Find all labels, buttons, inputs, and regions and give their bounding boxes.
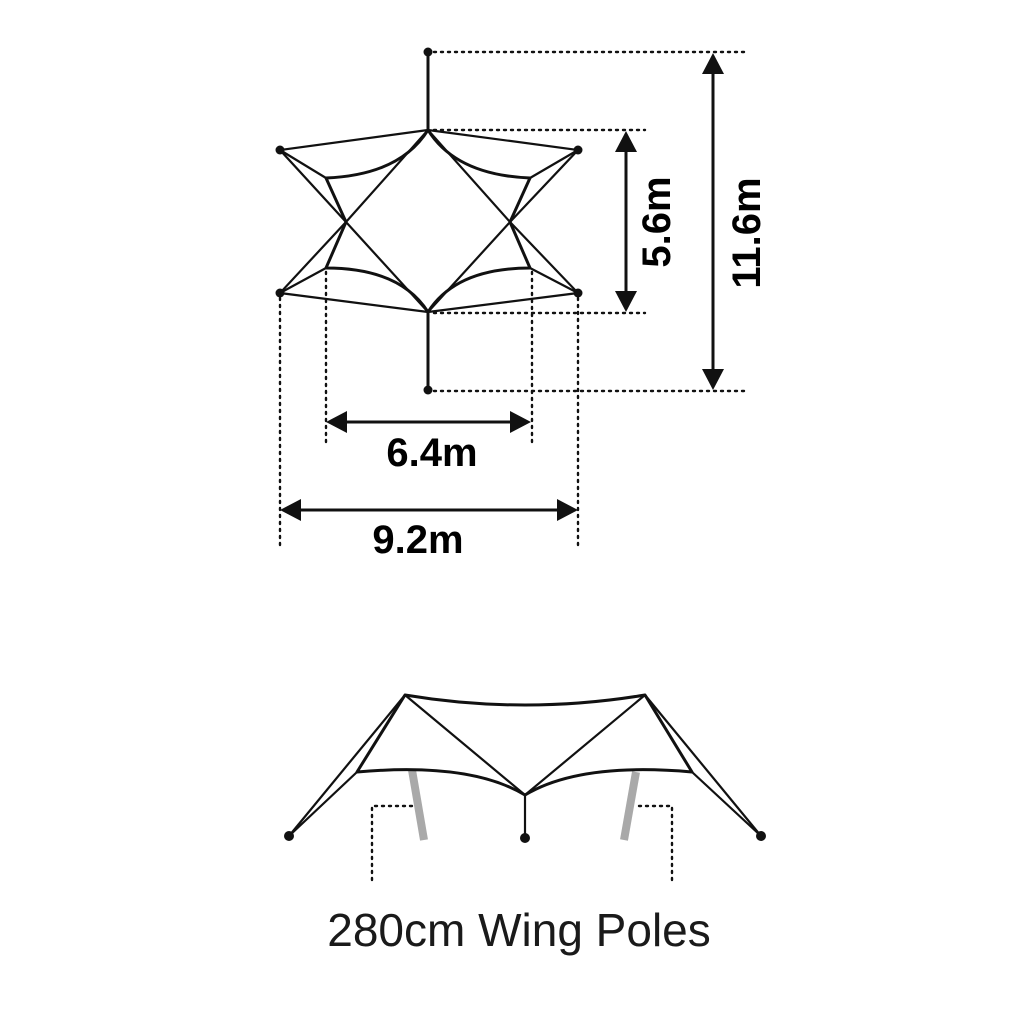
tarp-outline-top bbox=[324, 128, 532, 314]
wing-pole-left bbox=[408, 769, 428, 841]
stake-node-top bbox=[423, 47, 433, 57]
caption-wing-poles: 280cm Wing Poles bbox=[327, 904, 711, 956]
side-view: 280cm Wing Poles bbox=[284, 693, 766, 956]
side-ridge-line bbox=[404, 694, 646, 797]
inner-diamond bbox=[344, 128, 512, 314]
dim-arrow-inner-width bbox=[326, 411, 531, 433]
pole-bracket-right bbox=[636, 804, 674, 882]
tarp-outline-side bbox=[355, 693, 694, 797]
top-view: 5.6m 11.6m 6.4m 9.2m bbox=[275, 47, 769, 562]
guy-line-tr-tip bbox=[529, 149, 579, 179]
dim-arrow-total-width bbox=[280, 499, 578, 521]
side-stake-left bbox=[284, 831, 294, 841]
guy-line-tl-tip bbox=[279, 149, 327, 179]
dim-arrow-total-height bbox=[702, 53, 724, 390]
side-guy-left-2 bbox=[288, 771, 358, 837]
pole-bracket-left bbox=[370, 804, 414, 882]
dim-label-inner-width: 6.4m bbox=[386, 431, 477, 475]
dim-arrow-inner-height bbox=[615, 131, 637, 312]
stake-node-bottom-right bbox=[573, 288, 583, 298]
guy-line-bottom-right bbox=[427, 221, 581, 314]
guy-line-bl-tip bbox=[279, 267, 327, 294]
side-stake-center bbox=[520, 833, 530, 843]
side-guy-right-1 bbox=[644, 694, 762, 837]
stake-node-top-right bbox=[573, 145, 583, 155]
stake-node-top-left bbox=[275, 145, 285, 155]
dim-label-total-width: 9.2m bbox=[372, 518, 463, 562]
dim-label-inner-height: 5.6m bbox=[635, 176, 679, 267]
guy-line-br-tip bbox=[529, 267, 579, 294]
wing-pole-right bbox=[620, 771, 640, 841]
dim-label-total-height: 11.6m bbox=[725, 177, 769, 288]
side-guy-right-2 bbox=[691, 771, 762, 837]
side-guy-left-1 bbox=[288, 694, 406, 837]
guy-line-bottom-left bbox=[277, 221, 429, 314]
side-stake-right bbox=[756, 831, 766, 841]
stake-node-bottom-left bbox=[275, 288, 285, 298]
stake-node-bottom bbox=[423, 385, 433, 395]
